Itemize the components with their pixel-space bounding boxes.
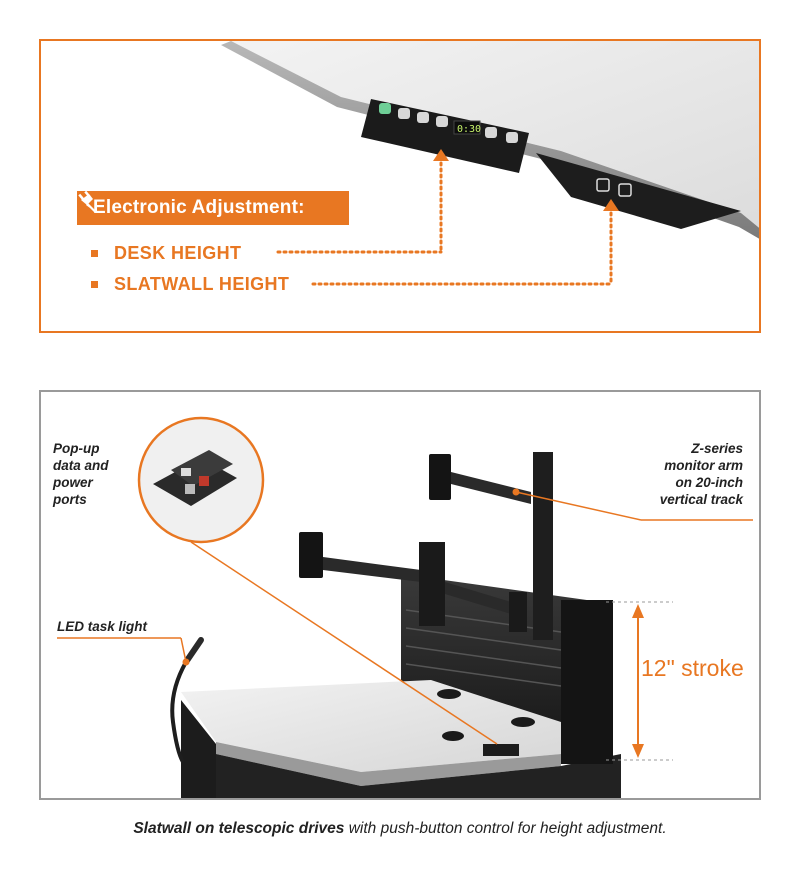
slatwall-height-label: SLATWALL HEIGHT (114, 274, 290, 294)
controller-buttons (379, 103, 518, 143)
callout-line: Z-series (691, 441, 743, 456)
controller-display: 0:30 (457, 124, 481, 135)
figure-caption: Slatwall on telescopic drives with push-… (0, 820, 800, 838)
callout-line: Pop-up (53, 441, 100, 456)
desk-surface (181, 680, 561, 772)
callout-line: monitor arm (664, 458, 743, 473)
desk-height-item: DESK HEIGHT (91, 243, 241, 264)
bullet-square (91, 281, 98, 288)
monitor-arm-callout: Z-series monitor arm on 20-inch vertical… (660, 440, 743, 508)
callout-line: ports (53, 492, 87, 507)
slatwall-height-controller (536, 153, 741, 229)
workstation-photo-panel: Pop-up data and power ports Z-series mon… (39, 390, 761, 800)
callout-line: on 20-inch (675, 475, 743, 490)
caption-rest: with push-button control for height adju… (344, 820, 667, 837)
callout-line: vertical track (659, 492, 743, 507)
monitor-mount-top (429, 454, 451, 500)
bullet-square (91, 250, 98, 257)
desk-edge-illustration: 0:30 (221, 41, 759, 286)
desk-height-label: DESK HEIGHT (114, 243, 242, 263)
callout-line: power (53, 475, 93, 490)
leader-line-desk (433, 149, 449, 161)
popup-port-cutout (483, 744, 519, 756)
caption-bold: Slatwall on telescopic drives (133, 820, 345, 837)
electronic-adjustment-panel: 0:30 Electronic Adjust (39, 39, 761, 333)
leader-line-slatwall (603, 199, 619, 211)
task-light-callout: LED task light (57, 619, 148, 634)
badge-label: Electronic Adjustment: (93, 197, 305, 218)
electronic-adjustment-badge: Electronic Adjustment: (77, 191, 349, 225)
callout-line: data and (53, 458, 109, 473)
task-light-gooseneck (170, 661, 188, 764)
popup-ports-callout: Pop-up data and power ports (53, 440, 109, 508)
stroke-label: 12" stroke (641, 655, 744, 681)
vertical-track (533, 452, 553, 640)
monitor-mount-left (299, 532, 323, 578)
workstation-illustration (57, 416, 753, 798)
stroke-dimension (606, 601, 673, 761)
slatwall-height-item: SLATWALL HEIGHT (91, 274, 289, 295)
